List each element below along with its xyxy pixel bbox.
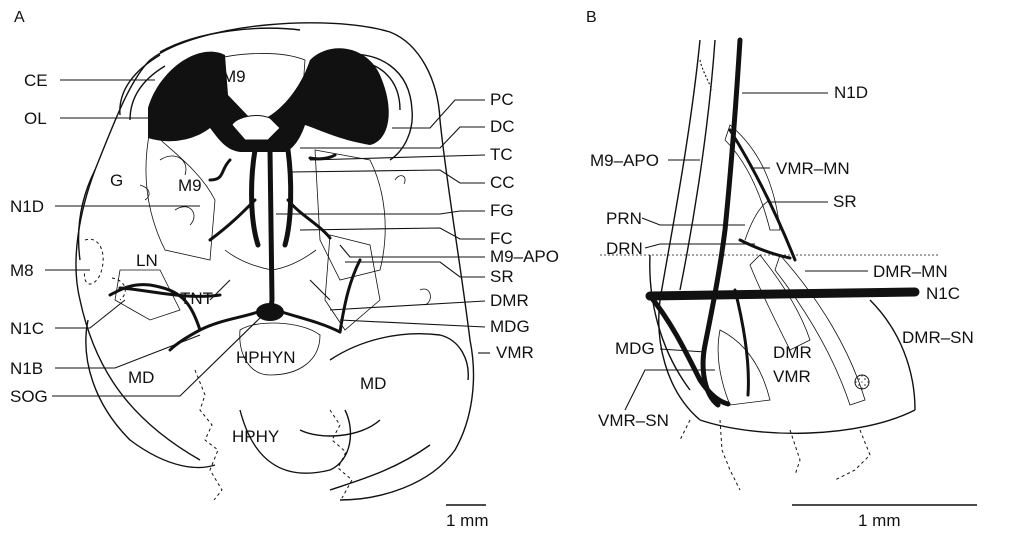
label-m9-apo-b: M9–APO bbox=[590, 151, 659, 170]
panel-b: B bbox=[586, 9, 977, 530]
label-mdg-b: MDG bbox=[615, 339, 655, 358]
label-m9-apo-a: M9–APO bbox=[490, 247, 559, 266]
label-m8: M8 bbox=[10, 261, 34, 280]
scale-bar-a: 1 mm bbox=[446, 505, 489, 530]
label-fc: FC bbox=[490, 229, 513, 248]
label-sr-b: SR bbox=[833, 192, 857, 211]
label-tnt: TNT bbox=[180, 289, 213, 308]
label-n1d-b: N1D bbox=[834, 83, 868, 102]
panel-a: A bbox=[10, 9, 559, 530]
panel-a-letter: A bbox=[14, 9, 25, 26]
brain-protocerebrum bbox=[148, 48, 389, 152]
label-n1c-b: N1C bbox=[926, 284, 960, 303]
label-vmr-a: VMR bbox=[496, 343, 534, 362]
scale-bar-b: 1 mm bbox=[792, 505, 977, 530]
label-tc: TC bbox=[490, 145, 513, 164]
label-n1c-a: N1C bbox=[10, 319, 44, 338]
label-vmr-sn: VMR–SN bbox=[598, 411, 669, 430]
label-m9-mid: M9 bbox=[178, 176, 202, 195]
label-dc: DC bbox=[490, 117, 515, 136]
label-n1b: N1B bbox=[10, 359, 43, 378]
label-sog: SOG bbox=[10, 387, 48, 406]
label-vmr-mn: VMR–MN bbox=[776, 159, 850, 178]
label-prn: PRN bbox=[606, 209, 642, 228]
label-hphy: HPHY bbox=[232, 427, 279, 446]
label-cc: CC bbox=[490, 173, 515, 192]
scale-label-b: 1 mm bbox=[858, 511, 901, 530]
label-m9-top: M9 bbox=[222, 67, 246, 86]
label-fg: FG bbox=[490, 201, 514, 220]
label-dmr-b: DMR bbox=[773, 343, 812, 362]
label-hphyn: HPHYN bbox=[236, 348, 296, 367]
label-vmr-b: VMR bbox=[773, 367, 811, 386]
label-g: G bbox=[110, 171, 123, 190]
label-md-right: MD bbox=[360, 374, 386, 393]
label-pc: PC bbox=[490, 90, 514, 109]
label-ce: CE bbox=[24, 71, 48, 90]
label-dmr-mn: DMR–MN bbox=[873, 262, 948, 281]
label-dmr-sn: DMR–SN bbox=[902, 328, 974, 347]
label-mdg-a: MDG bbox=[490, 317, 530, 336]
label-n1d: N1D bbox=[10, 197, 44, 216]
label-ln: LN bbox=[136, 251, 158, 270]
scale-label-a: 1 mm bbox=[446, 511, 489, 530]
nerve-cord bbox=[110, 150, 360, 350]
label-sr-a: SR bbox=[490, 267, 514, 286]
label-drn: DRN bbox=[606, 239, 643, 258]
label-ol: OL bbox=[24, 109, 47, 128]
label-md-left: MD bbox=[128, 368, 154, 387]
label-dmr-a: DMR bbox=[490, 291, 529, 310]
panel-b-letter: B bbox=[586, 9, 597, 26]
